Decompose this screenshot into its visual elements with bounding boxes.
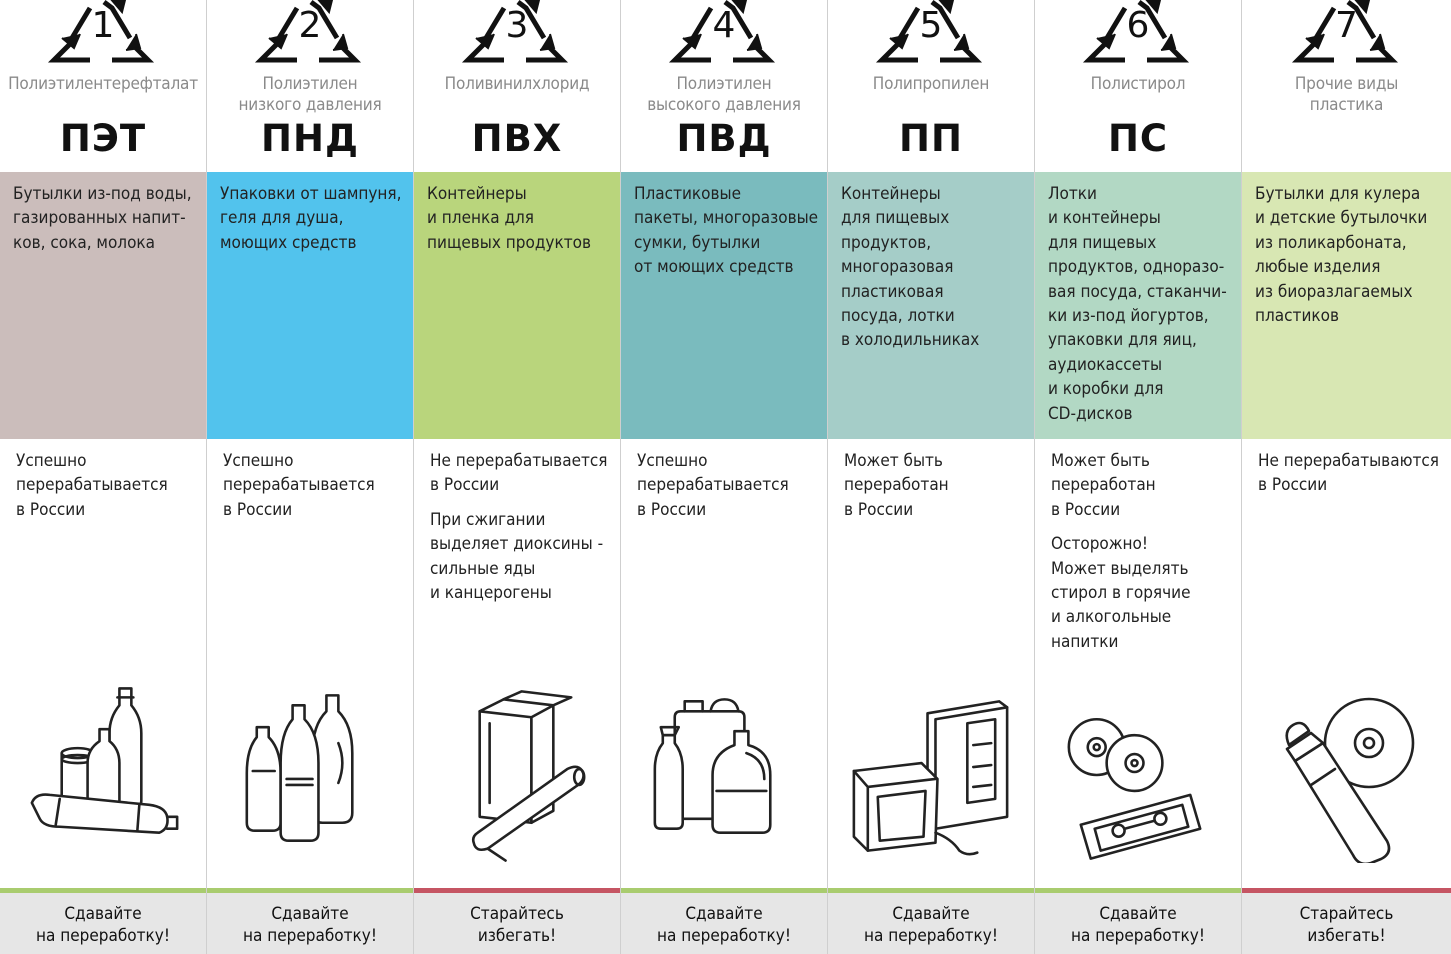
footer-recommendation: Сдавайте на переработку! (621, 888, 827, 954)
resin-code: 1 (91, 5, 115, 46)
resin-code: 7 (1335, 5, 1358, 46)
plastic-abbreviation: ПС (1107, 117, 1169, 160)
footer-recommendation: Сдавайте на переработку! (207, 888, 413, 954)
recycle-symbol-icon: 5 (876, 0, 986, 70)
uses-text: Контейнеры для пищевых продуктов, многор… (828, 172, 1034, 439)
uses-text: Пластиковые пакеты, многоразовые сумки, … (621, 172, 827, 439)
resin-code: 3 (505, 5, 529, 46)
plastic-name: Полиэтилен высокого давления (647, 74, 801, 115)
column-hdpe: 2 Полиэтилен низкого давления ПНД Упаков… (207, 0, 414, 954)
uses-text: Лотки и контейнеры для пищевых продуктов… (1035, 172, 1241, 439)
plastic-name: Полипропилен (872, 74, 990, 94)
recycling-status: Может быть переработан в России (828, 439, 1034, 889)
footer-recommendation: Старайтесь избегать! (1242, 888, 1451, 954)
canisters-icon (621, 683, 827, 863)
footer-recommendation: Сдавайте на переработку! (0, 888, 206, 954)
uses-text: Контейнеры и пленка для пищевых продукто… (414, 172, 620, 439)
plastic-abbreviation: ПНД (261, 117, 359, 160)
tv-and-fridge-icon (828, 683, 1034, 863)
recycle-symbol-icon: 7 (1292, 0, 1402, 70)
recycling-status: Не перерабатываются в России (1242, 439, 1451, 889)
warning-note: Осторожно! Может выделять стирол в горяч… (1051, 534, 1191, 652)
column-header: 4 Полиэтилен высокого давления ПВД (621, 0, 827, 172)
column-header: 6 Полистирол ПС (1035, 0, 1241, 172)
uses-text: Бутылки для кулера и детские бутылочки и… (1242, 172, 1451, 439)
recycling-status: Успешно перерабатывается в России (207, 439, 413, 889)
bottles-icon (0, 683, 206, 863)
status-text: Успешно перерабатывается в России (637, 451, 789, 520)
plastic-abbreviation: ПП (899, 117, 963, 160)
recycle-symbol-icon: 6 (1083, 0, 1193, 70)
column-header: 5 Полипропилен ПП (828, 0, 1034, 172)
baby-bottle-and-disc-icon (1242, 683, 1451, 863)
column-pp: 5 Полипропилен ПП Контейнеры для пищевых… (828, 0, 1035, 954)
plastic-abbreviation: ПЭТ (59, 117, 147, 160)
status-text: Успешно перерабатывается в России (16, 451, 168, 520)
footer-recommendation: Сдавайте на переработку! (1035, 888, 1241, 954)
column-other: 7 Прочие виды пластика Бутылки для кулер… (1242, 0, 1451, 954)
plastic-abbreviation: ПВД (676, 117, 772, 160)
column-ldpe: 4 Полиэтилен высокого давления ПВД Пласт… (621, 0, 828, 954)
plastic-name: Прочие виды пластика (1294, 74, 1399, 115)
resin-code: 4 (712, 5, 736, 46)
footer-recommendation: Старайтесь избегать! (414, 888, 620, 954)
footer-recommendation: Сдавайте на переработку! (828, 888, 1034, 954)
box-and-film-icon (414, 683, 620, 863)
column-pvc: 3 Поливинилхлорид ПВХ Контейнеры и пленк… (414, 0, 621, 954)
column-header: 1 Полиэтилентерефталат ПЭТ (0, 0, 206, 172)
recycling-status: Успешно перерабатывается в России (0, 439, 206, 889)
status-text: Не перерабатываются в России (1258, 451, 1439, 496)
uses-text: Упаковки от шампуня, геля для душа, моющ… (207, 172, 413, 439)
plastic-abbreviation: ПВХ (471, 117, 563, 160)
recycling-status: Успешно перерабатывается в России (621, 439, 827, 889)
recycling-status: Может быть переработан в России Осторожн… (1035, 439, 1241, 889)
status-text: Может быть переработан в России (1051, 451, 1156, 520)
column-pet: 1 Полиэтилентерефталат ПЭТ Бутылки из-по… (0, 0, 207, 954)
uses-text: Бутылки из-под воды, газированных напит-… (0, 172, 206, 439)
status-text: Успешно перерабатывается в России (223, 451, 375, 520)
plastic-name: Полиэтилен низкого давления (238, 74, 382, 115)
column-header: 2 Полиэтилен низкого давления ПНД (207, 0, 413, 172)
plastic-name: Полиэтилентерефталат (8, 74, 198, 94)
recycle-symbol-icon: 2 (255, 0, 365, 70)
recycle-symbol-icon: 3 (462, 0, 572, 70)
resin-code: 2 (298, 5, 322, 46)
status-text: Не перерабатывается в России (430, 451, 608, 496)
warning-note: При сжигании выделяет диоксины - сильные… (430, 509, 604, 604)
resin-code: 5 (919, 5, 943, 46)
resin-code: 6 (1126, 5, 1150, 46)
column-header: 3 Поливинилхлорид ПВХ (414, 0, 620, 172)
plastic-name: Полистирол (1090, 74, 1186, 94)
recycling-status: Не перерабатывается в России При сжигани… (414, 439, 620, 889)
shampoo-bottles-icon (207, 683, 413, 863)
status-text: Может быть переработан в России (844, 451, 949, 520)
plastic-name: Поливинилхлорид (444, 74, 590, 94)
cd-and-cassette-icon (1035, 683, 1241, 863)
column-header: 7 Прочие виды пластика (1242, 0, 1451, 172)
recycle-symbol-icon: 1 (48, 0, 158, 70)
column-ps: 6 Полистирол ПС Лотки и контейнеры для п… (1035, 0, 1242, 954)
recycle-symbol-icon: 4 (669, 0, 779, 70)
